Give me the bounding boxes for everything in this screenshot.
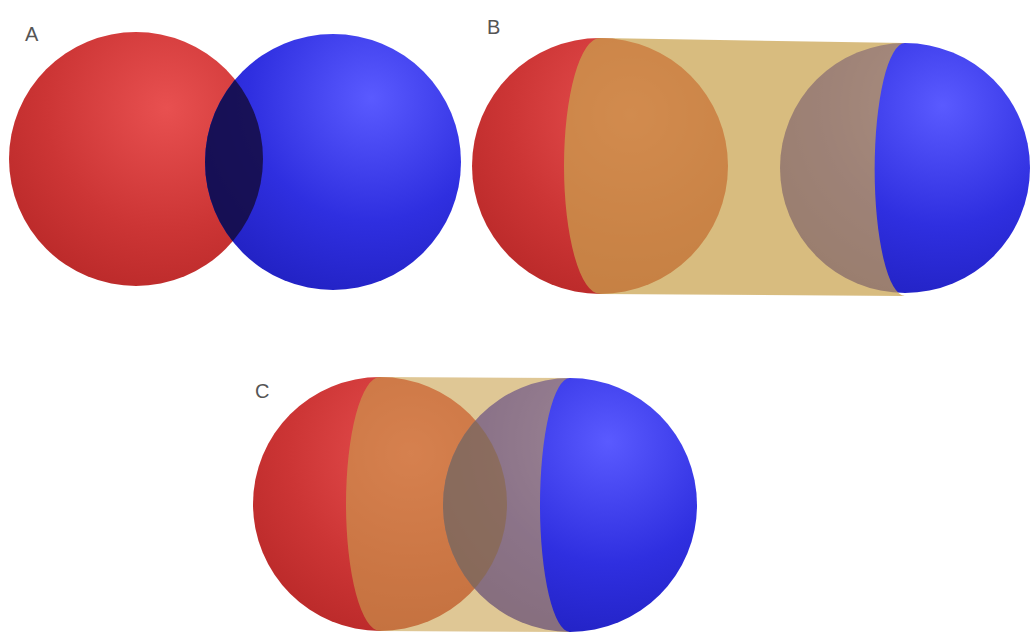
- overlapping-spheres: [9, 32, 461, 290]
- overlapping-spheres-with-cylinder: [253, 377, 697, 632]
- overlap-lens: [205, 34, 461, 290]
- spheres-with-cylinder: [472, 38, 1030, 296]
- cylinder: [564, 38, 905, 296]
- panel-letter: B: [487, 17, 500, 37]
- cylinder: [346, 377, 570, 632]
- blue-sphere: [205, 34, 461, 290]
- panel-letter: A: [25, 24, 38, 44]
- panel-letter: C: [255, 381, 269, 401]
